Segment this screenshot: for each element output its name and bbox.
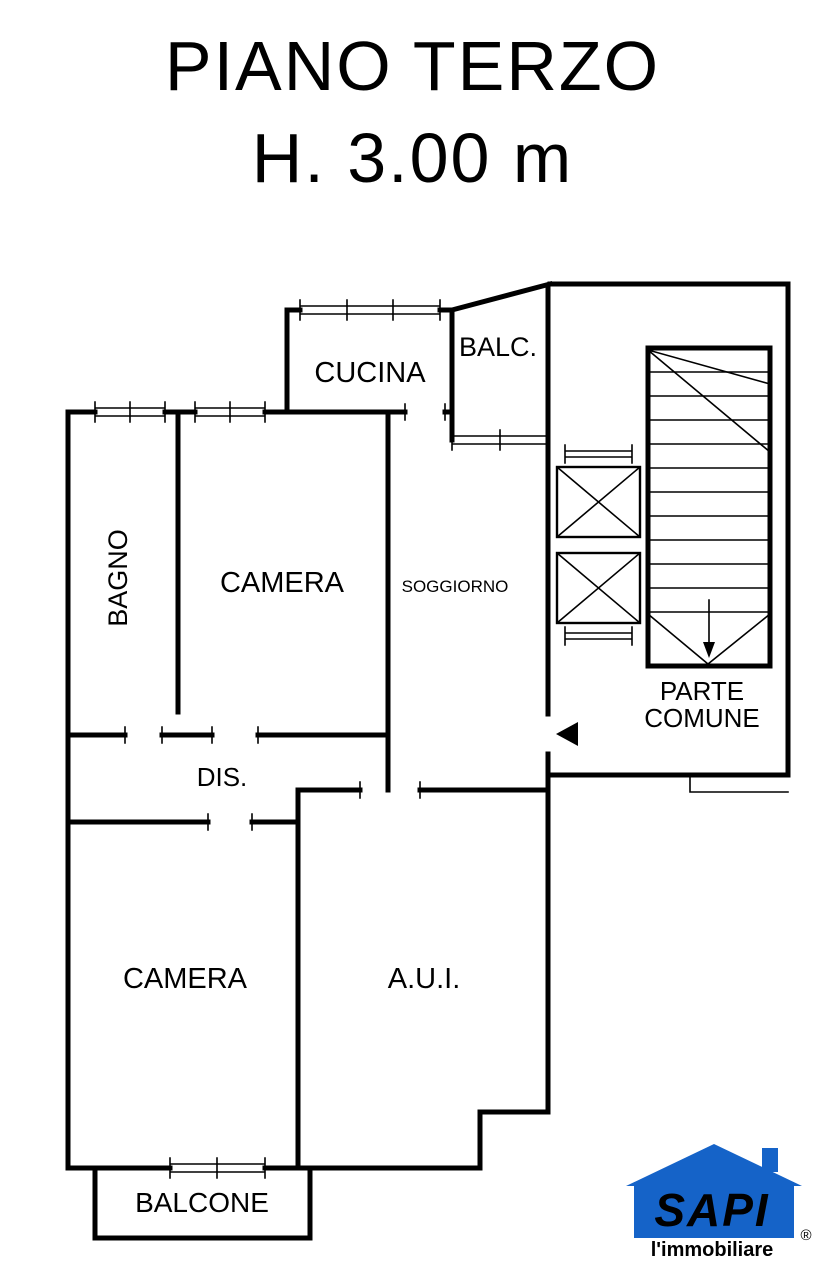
room-label-parte-comune-line1: PARTE (660, 676, 744, 706)
elevator-shaft-1 (555, 465, 642, 539)
logo-house-body (634, 1182, 794, 1238)
logo-house-roof (626, 1144, 802, 1186)
elevators (555, 444, 642, 646)
room-label-cucina: CUCINA (314, 357, 426, 389)
room-label-aui: A.U.I. (388, 963, 461, 995)
room-label-camera-top: CAMERA (220, 567, 345, 599)
room-label-balcone: BALCONE (135, 1187, 269, 1218)
walls (65, 280, 791, 1241)
room-label-dis: DIS. (197, 762, 248, 792)
sapi-logo: SAPI ® l'immobiliare (626, 1144, 812, 1261)
room-label-parte-comune-line2: COMUNE (644, 703, 760, 733)
parte-comune-step (689, 776, 789, 793)
entrance-door-arrow (556, 722, 578, 746)
elevator-shaft-2 (555, 551, 642, 625)
room-label-bagno: BAGNO (103, 529, 133, 627)
staircase (645, 345, 773, 669)
stairs-direction-arrow (703, 642, 715, 658)
logo-registered-mark: ® (800, 1227, 811, 1244)
page-title: PIANO TERZO (164, 27, 661, 105)
room-label-soggiorno: SOGGIORNO (402, 577, 509, 596)
logo-brand-text: SAPI (654, 1184, 769, 1236)
staircase-outline (645, 345, 773, 669)
windows (94, 299, 549, 1179)
page-subtitle-height: H. 3.00 m (251, 119, 574, 197)
room-labels: CUCINA BALC. BAGNO CAMERA SOGGIORNO PART… (103, 332, 760, 1218)
logo-tagline: l'immobiliare (651, 1239, 774, 1261)
door-ticks (124, 403, 446, 831)
room-label-balc: BALC. (459, 332, 537, 362)
logo-chimney (762, 1148, 778, 1172)
room-label-camera-bottom: CAMERA (123, 963, 248, 995)
